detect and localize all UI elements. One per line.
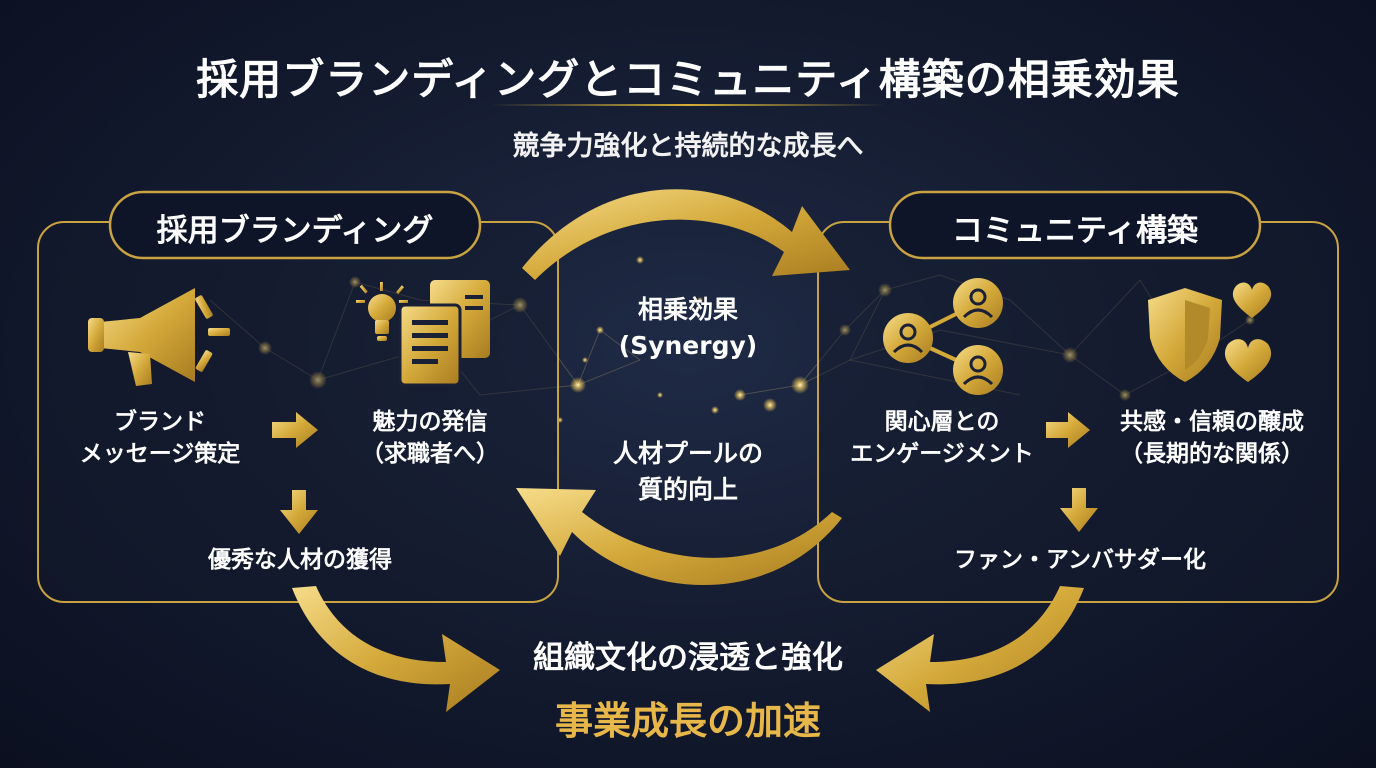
bottom-business-growth: 事業成長の加速 xyxy=(554,699,821,743)
right-node-trust: 共感・信頼の醸成 （長期的な関係） xyxy=(1120,409,1304,467)
lightbulb-documents-icon xyxy=(356,280,490,387)
left-node-appeal: 魅力の発信 （求職者へ） xyxy=(361,409,499,467)
megaphone-icon xyxy=(88,288,230,386)
curved-arrow-top xyxy=(522,189,850,280)
center-talent-pool: 人材プールの 質的向上 xyxy=(612,439,763,504)
right-panel xyxy=(817,190,1339,603)
bottom-culture: 組織文化の浸透と強化 xyxy=(533,640,843,676)
people-network-icon xyxy=(883,278,1003,395)
page-title: 採用ブランディングとコミュニティ構築の相乗効果 xyxy=(196,55,1180,104)
right-node-engagement: 関心層との エンゲージメント xyxy=(850,409,1034,467)
curved-arrow-bottom xyxy=(516,488,842,586)
left-panel xyxy=(37,190,559,603)
curved-arrow-bottom-left xyxy=(292,586,500,712)
arrow-left-down xyxy=(280,490,318,534)
arrow-left-horizontal xyxy=(272,412,318,448)
arrow-right-horizontal xyxy=(1046,412,1090,448)
left-panel-title: 採用ブランディング xyxy=(156,213,434,249)
left-node-talent-acquisition: 優秀な人材の獲得 xyxy=(208,547,392,573)
right-panel-title: コミュニティ構築 xyxy=(951,213,1199,249)
shield-hearts-icon xyxy=(1148,282,1272,382)
right-node-ambassador: ファン・アンバサダー化 xyxy=(953,547,1207,573)
title-divider xyxy=(490,104,886,106)
arrow-right-down xyxy=(1060,488,1098,532)
page-subtitle: 競争力強化と持続的な成長へ xyxy=(512,131,864,162)
glow-particles xyxy=(258,256,1255,423)
curved-arrow-bottom-right xyxy=(876,586,1084,712)
left-node-brand-message: ブランド メッセージ策定 xyxy=(79,409,241,467)
center-synergy: 相乗効果 (Synergy) xyxy=(618,295,758,360)
